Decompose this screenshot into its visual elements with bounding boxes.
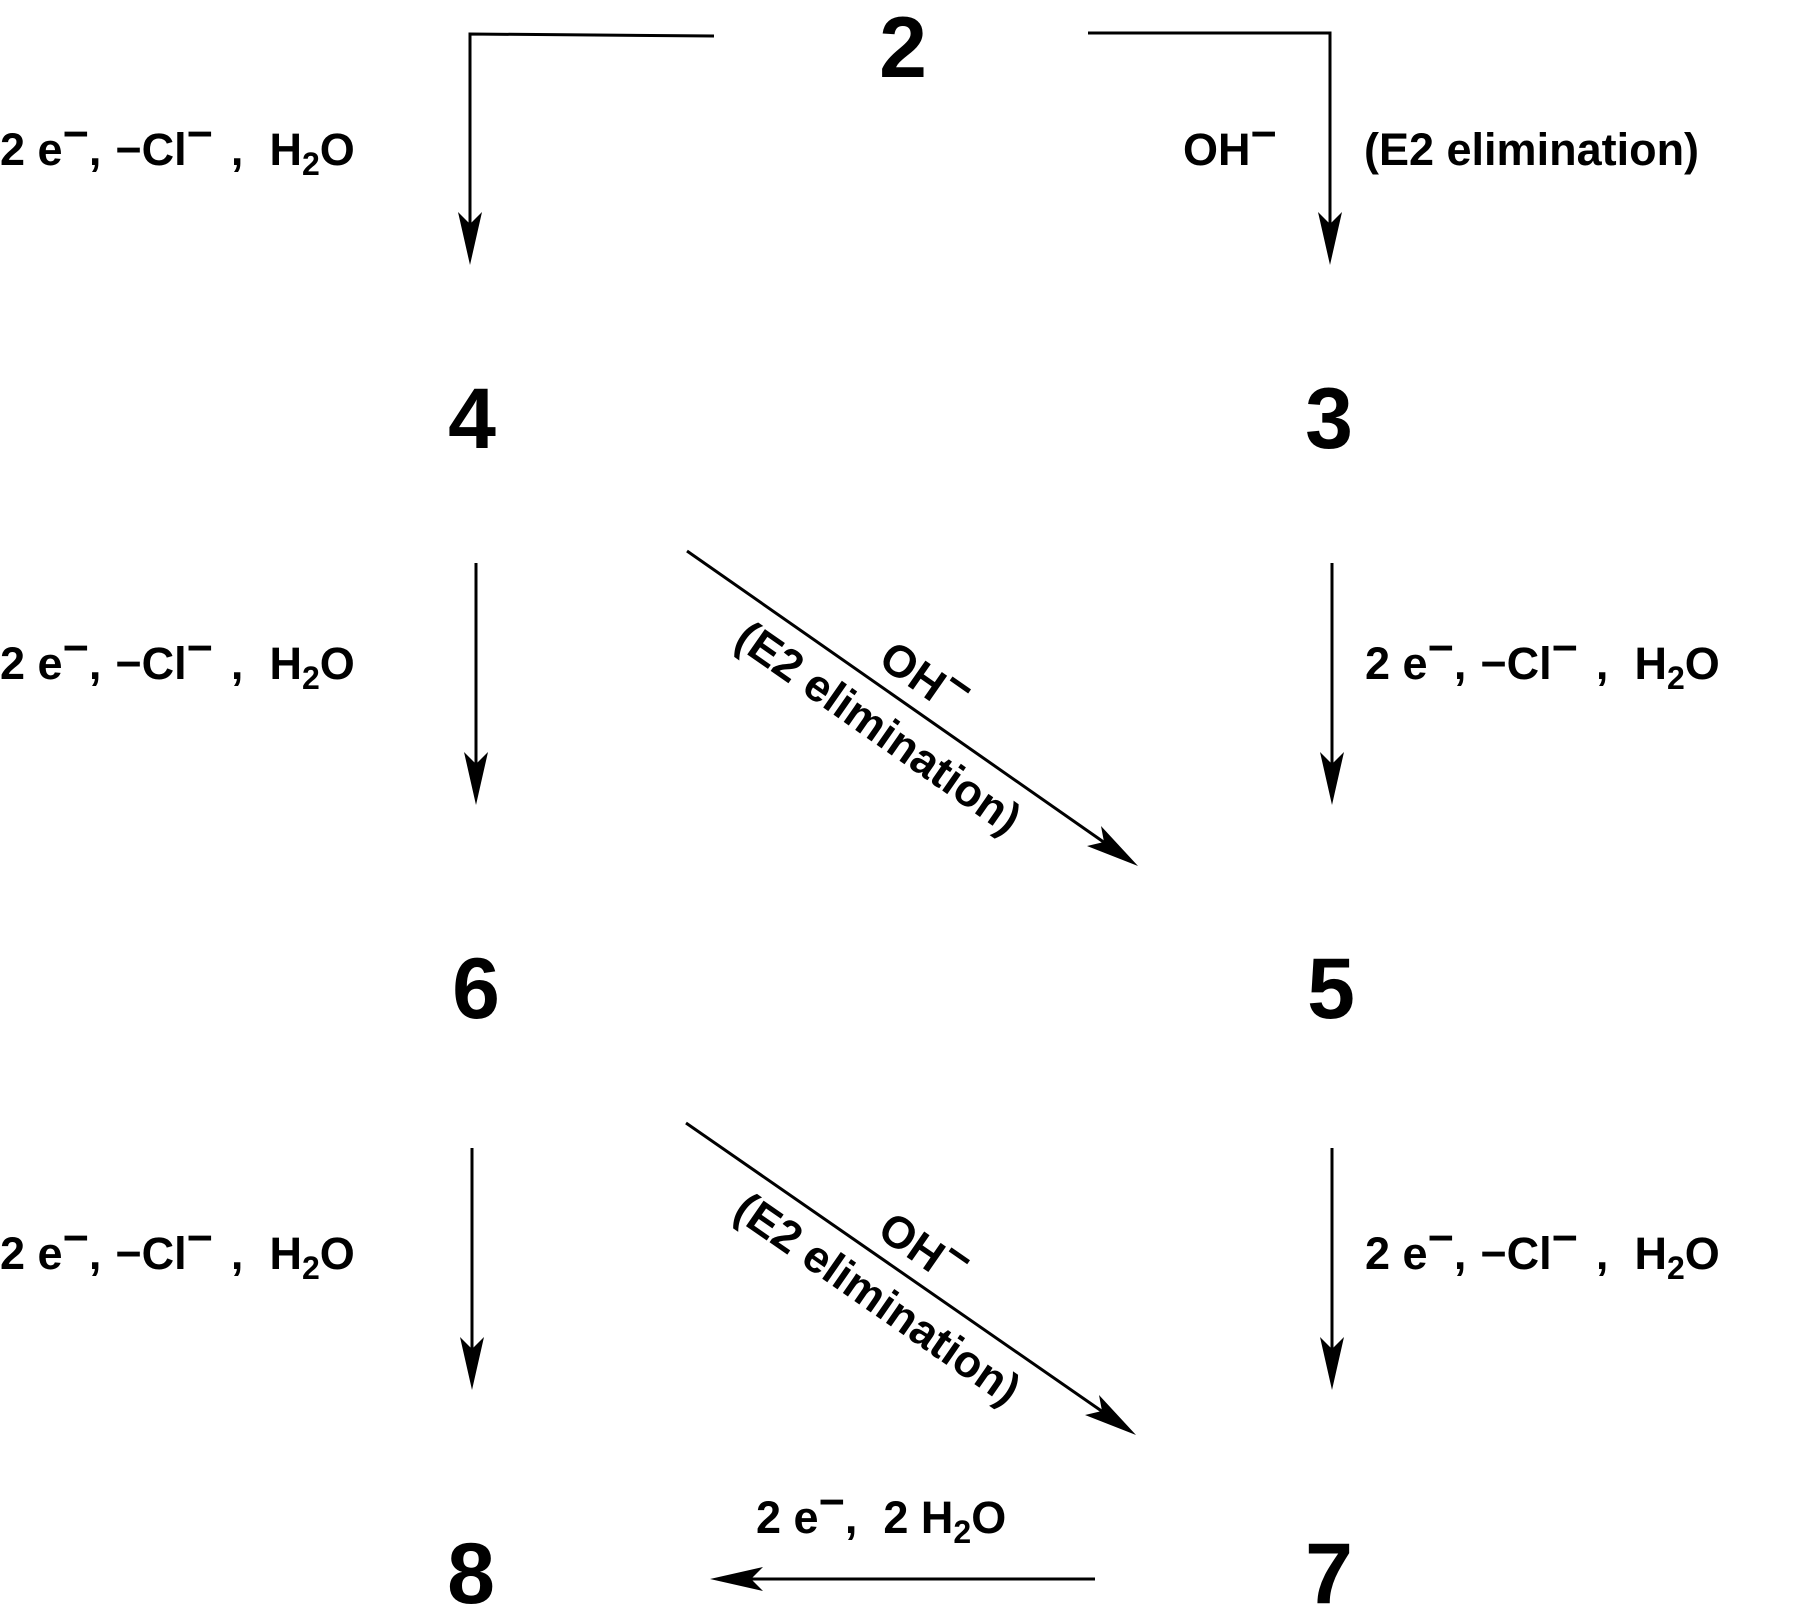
arrow-6-to-8 xyxy=(460,1148,484,1390)
reduction-condition-2-to-4: 2 e−,−Cl−,H2O xyxy=(0,108,355,182)
compound-2: 2 xyxy=(879,0,927,96)
compound-3: 3 xyxy=(1305,371,1353,467)
compound-5: 5 xyxy=(1307,941,1355,1037)
base-condition-6-to-7: OH− (E2 elimination) xyxy=(726,1182,1030,1415)
compound-8: 8 xyxy=(447,1526,495,1612)
e2-elimination-label-2-to-3: (E2 elimination) xyxy=(1364,124,1699,175)
compound-7: 7 xyxy=(1305,1526,1353,1612)
reduction-condition-3-to-5: 2 e−,−Cl−,H2O xyxy=(1365,622,1720,696)
arrow-2-to-3 xyxy=(1088,31,1342,265)
arrow-2-to-4 xyxy=(458,32,715,265)
reduction-condition-7-to-8: 2 e−,2 H2O xyxy=(756,1476,1006,1550)
compound-4: 4 xyxy=(448,371,496,467)
reduction-condition-6-to-8: 2 e−,−Cl−,H2O xyxy=(0,1212,355,1286)
compound-6: 6 xyxy=(452,941,500,1037)
reduction-condition-5-to-7: 2 e−,−Cl−,H2O xyxy=(1365,1212,1720,1286)
e2-elimination-label-6-to-7: (E2 elimination) xyxy=(726,1182,1030,1415)
reduction-condition-4-to-6: 2 e−,−Cl−,H2O xyxy=(0,622,355,696)
base-condition-2-to-3: OH− xyxy=(1183,108,1277,175)
arrow-4-to-6 xyxy=(464,563,488,805)
arrow-6-to-7 xyxy=(685,1121,1136,1435)
arrow-4-to-5 xyxy=(686,549,1138,866)
arrow-7-to-8 xyxy=(710,1567,1095,1591)
arrow-5-to-7 xyxy=(1320,1148,1344,1390)
arrow-3-to-5 xyxy=(1320,563,1344,805)
e2-elimination-label-4-to-5: (E2 elimination) xyxy=(727,611,1031,845)
base-condition-4-to-5: OH− (E2 elimination) xyxy=(727,611,1031,845)
